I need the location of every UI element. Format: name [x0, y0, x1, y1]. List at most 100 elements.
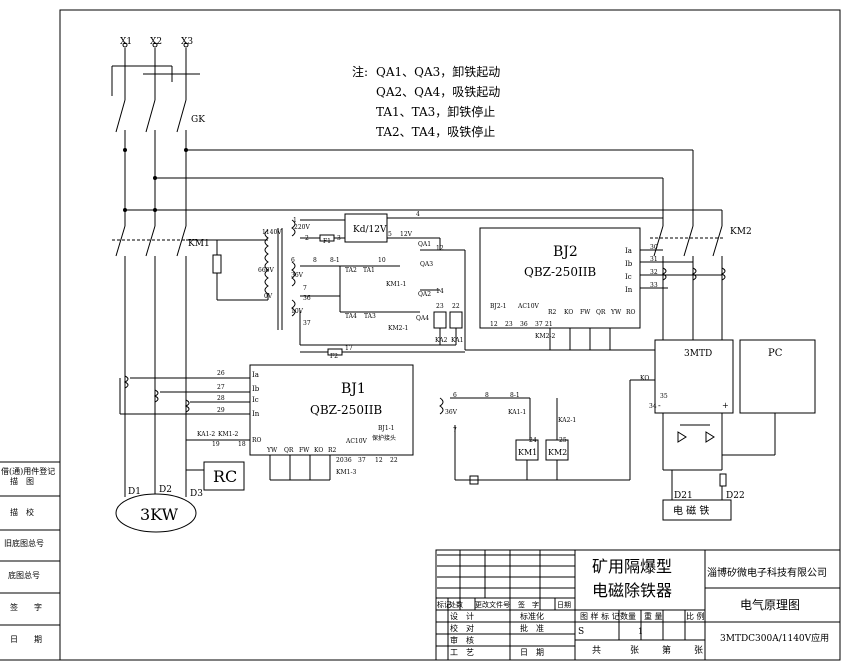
bj1-12: 12 [375, 457, 383, 464]
bj1-ro: RO [252, 437, 262, 444]
bj2-title: BJ2 [553, 244, 578, 260]
bj2-ko: KO [564, 309, 573, 316]
km1-3-label: KM1-3 [336, 469, 356, 476]
relay-25: 25 [559, 437, 567, 444]
title-block [435, 549, 841, 661]
ka1-2-label: KA1-2 [197, 431, 215, 438]
bj2-23: 23 [505, 321, 513, 328]
motor-label: 3KW [140, 505, 179, 524]
tb-sheets-2: 张 [694, 645, 703, 656]
wire-17: 17 [345, 345, 353, 352]
km1-label: KM1 [188, 239, 210, 249]
transformer [186, 213, 663, 356]
mtd-35: 35 [660, 393, 668, 400]
bj1-ko: KO [314, 447, 323, 454]
qa3-label: QA3 [420, 261, 433, 268]
magnet-label: 电 磁 铁 [673, 504, 709, 517]
bj2-30: 30 [650, 244, 658, 251]
bj1-ic: Ic [252, 396, 259, 404]
tb-standard: 标准化 [520, 611, 544, 621]
relay-km1: KM1 [518, 448, 537, 457]
pc-label: PC [768, 348, 783, 359]
side-stamp-2: 描 校 [10, 507, 34, 517]
bj1-qr: QR [284, 447, 294, 454]
bj2-r2: R2 [548, 309, 557, 316]
wire-7: 7 [303, 285, 307, 292]
rev-header-date: 日期 [557, 601, 571, 609]
tb-reviewer: 审 核 [450, 635, 474, 645]
bj1-28: 28 [217, 395, 225, 402]
tb-date: 日 期 [520, 648, 544, 657]
bj2-36: 36 [520, 321, 528, 328]
notes-prefix: 注: [352, 64, 368, 79]
side-stamp-3: 旧底图总号 [4, 538, 44, 548]
label-1140v: 1140V [262, 229, 282, 236]
note-line-3: TA1、TA3，卸铁停止 [376, 104, 495, 119]
motor-d3: D3 [190, 489, 203, 499]
bj1-fw: FW [299, 447, 310, 454]
tb-stage: 图 样 标 记 [580, 611, 620, 621]
qa2-label: QA2 [418, 291, 431, 298]
wire-3: 3 [337, 235, 341, 242]
km2-label: KM2 [730, 227, 752, 237]
label-10v: 10V [291, 308, 304, 315]
km2-2-label: KM2-2 [535, 333, 555, 340]
ka1-1-label: KA1-1 [508, 409, 526, 416]
wire-8-1: 8-1 [330, 257, 340, 264]
side-stamp-0: 借(通)用件登记 [1, 466, 55, 476]
tb-weight: 重 量 [644, 611, 663, 621]
wire-8: 8 [313, 257, 317, 264]
qa4-label: QA4 [416, 315, 429, 322]
pc-box [739, 339, 816, 414]
bj1-26: 26 [217, 370, 225, 377]
label-36v: 36V [291, 272, 304, 279]
bj1-37: 37 [358, 457, 366, 464]
magnet-d21: D21 [674, 491, 693, 501]
bj2-37: 37 [535, 321, 543, 328]
tb-qty-value: 1 [638, 627, 643, 636]
rc-label: RC [213, 467, 237, 486]
tb-stage-value: S [578, 627, 584, 637]
label-12v: 12V [400, 231, 413, 238]
ta2-label: TA2 [345, 267, 357, 274]
gk-label: GK [191, 115, 205, 125]
ta3-label: TA3 [364, 313, 376, 320]
bj1-29: 29 [217, 407, 225, 414]
relay-block [439, 379, 655, 485]
wire-36: 36 [303, 295, 311, 302]
km1-1-label: KM1-1 [386, 281, 406, 288]
kd-label: Kd/12V [353, 225, 387, 235]
bj1-ib: Ib [252, 385, 260, 393]
mtd-plus: + [722, 401, 729, 410]
relay-36v: 36V [445, 409, 458, 416]
bj1-yw: YW [266, 447, 278, 454]
tb-sheet-no: 第 [662, 644, 671, 656]
bj2-in: In [625, 286, 633, 294]
km2-1-label: KM2-1 [388, 325, 408, 332]
wire-23: 23 [436, 303, 444, 310]
wire-10: 10 [378, 257, 386, 264]
mtd-minus: - [658, 401, 661, 410]
tb-scale: 比 例 [686, 611, 705, 621]
bj1-36: 36 [344, 457, 352, 464]
rev-header-count: 处数 [449, 600, 463, 609]
wire-22: 22 [452, 303, 460, 310]
bj2-ro: RO [626, 309, 636, 316]
drawing-title: 电气原理图 [740, 597, 800, 612]
motor-d2: D2 [159, 485, 172, 495]
rc-box [203, 461, 245, 491]
product-line-2: 电磁除铁器 [592, 581, 672, 600]
terminal-x3: X3 [181, 37, 193, 47]
tb-qty: 数量 [620, 611, 636, 621]
side-stamp-1: 描 图 [10, 476, 34, 486]
qa1-label: QA1 [418, 241, 431, 248]
bj2-ia: Ia [625, 247, 632, 255]
bj1-in: In [252, 410, 260, 418]
bj1-20: 20 [336, 457, 344, 464]
wire-2: 2 [305, 235, 309, 242]
side-stamp [0, 461, 60, 661]
side-stamp-5: 签 字 [10, 602, 42, 612]
wire-37: 37 [303, 320, 311, 327]
wire-6: 6 [291, 257, 295, 264]
motor-d1: D1 [128, 487, 141, 497]
